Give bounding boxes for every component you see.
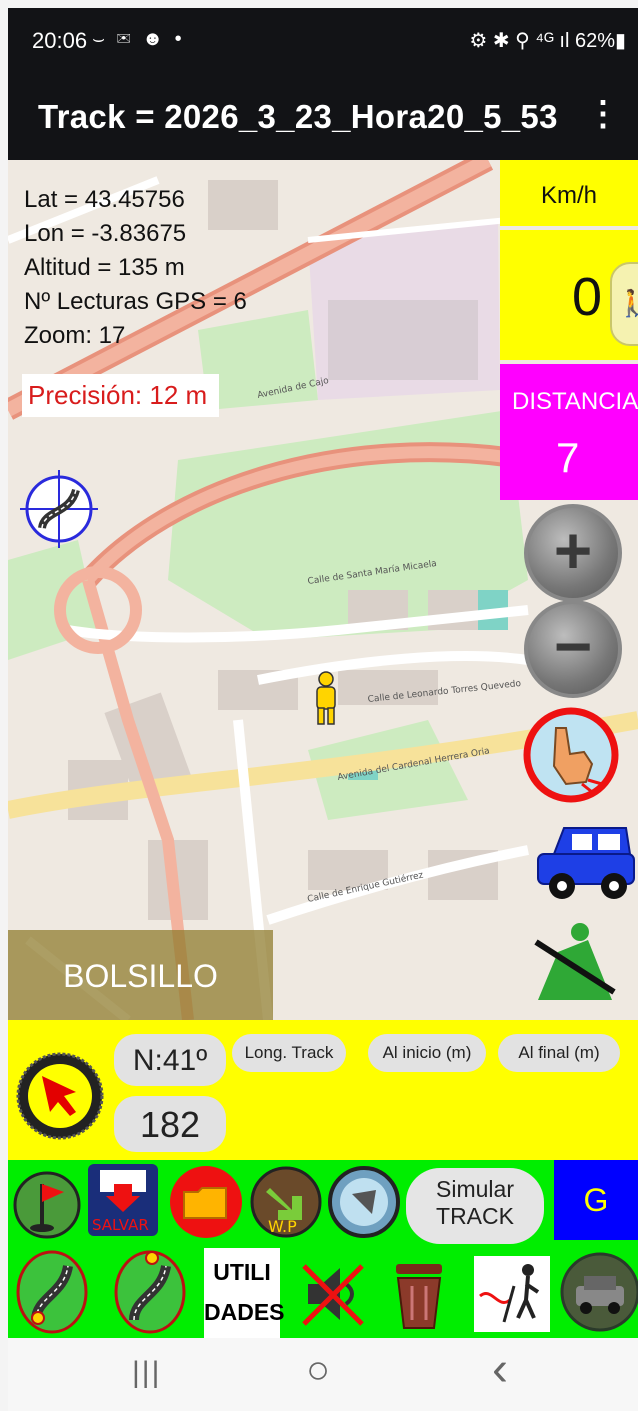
system-status-icons: ⚙ ✱ ⚲ ⁴ᴳ ıl 62%▮ [469, 30, 626, 52]
save-track-button[interactable]: SALVAR [86, 1162, 160, 1243]
utilities-button[interactable]: UTILI DADES [204, 1248, 285, 1338]
altitude-readout: Altitud = 135 m [24, 254, 185, 281]
satellite-dish-icon[interactable] [326, 1164, 402, 1245]
speed-display: 0 🚶 [500, 230, 638, 360]
sound-muted-icon[interactable] [298, 1256, 368, 1337]
overflow-menu-icon[interactable]: ⋮ [586, 95, 620, 133]
recent-apps-icon[interactable]: ||| [132, 1356, 162, 1389]
status-bar: 20:06 ⌣ ✉ ☻ • ⚙ ✱ ⚲ ⁴ᴳ ıl 62%▮ [8, 8, 638, 80]
utilities-label-line1: UTILI [213, 1259, 271, 1285]
walker-route-icon[interactable] [474, 1256, 550, 1337]
simulate-track-label: Simular TRACK [436, 1176, 514, 1229]
long-track-button[interactable]: Long. Track [232, 1034, 346, 1072]
distance-to-end-button[interactable]: Al final (m) [498, 1034, 620, 1072]
distance-to-start-button[interactable]: Al inicio (m) [368, 1034, 486, 1072]
speed-unit-label: Km/h [500, 160, 638, 226]
car-mode-icon[interactable] [534, 820, 638, 911]
zoom-in-button[interactable]: + [524, 504, 622, 602]
track-title: Track = 2026_3_23_Hora20_5_53 [38, 98, 558, 135]
waypoint-button[interactable]: W.P [248, 1164, 324, 1245]
walking-mode-icon[interactable]: 🚶 [610, 262, 638, 346]
utilities-label-line2: DADES [204, 1299, 285, 1325]
longitude-readout: Lon = -3.83675 [24, 220, 187, 247]
minus-icon: − [553, 609, 593, 683]
vehicle-photo-icon[interactable] [560, 1250, 638, 1339]
track-crosshair-icon[interactable] [20, 470, 98, 553]
open-folder-icon[interactable] [168, 1164, 244, 1245]
status-time: 20:06 [32, 28, 88, 53]
gps-readings-readout: Nº Lecturas GPS = 6 [24, 288, 247, 315]
notification-icons: ⌣ ✉ ☻ • [92, 28, 185, 50]
heading-badge: N:41º [114, 1034, 226, 1086]
app-frame: 20:06 ⌣ ✉ ☻ • ⚙ ✱ ⚲ ⁴ᴳ ıl 62%▮ Track = 2… [8, 8, 638, 1411]
speed-value: 0 [572, 267, 603, 327]
hiking-disabled-icon[interactable] [528, 912, 618, 1013]
wp-label: W.P [268, 1217, 297, 1236]
latitude-readout: Lat = 43.45756 [24, 186, 185, 213]
zoom-out-button[interactable]: − [524, 600, 622, 698]
zoom-readout: Zoom: 17 [24, 322, 126, 349]
plus-icon: + [553, 513, 593, 587]
user-position-icon [310, 670, 342, 731]
track-start-icon[interactable] [14, 1248, 90, 1341]
trash-icon[interactable] [384, 1256, 454, 1337]
precision-badge: Precisión: 12 m [22, 374, 220, 417]
distance-value: 7 [556, 434, 580, 481]
pocket-mode-button[interactable]: BOLSILLO [8, 930, 273, 1020]
tap-hand-icon[interactable] [522, 706, 620, 809]
bottom-toolbar: SALVAR W.P Simular TRACK G UTILI DADES [8, 1160, 638, 1338]
track-info-panel: N:41º 182 Long. Track Al inicio (m) Al f… [8, 1020, 638, 1160]
system-navigation-bar: ||| ○ ‹ [8, 1338, 638, 1411]
back-icon[interactable]: ‹ [492, 1343, 508, 1396]
app-bar: Track = 2026_3_23_Hora20_5_53 ⋮ [8, 80, 638, 160]
save-label: SALVAR [92, 1216, 149, 1234]
waypoint-flag-icon[interactable] [12, 1170, 82, 1245]
home-icon[interactable]: ○ [306, 1348, 331, 1392]
distance-display: DISTANCIA 7 [500, 364, 638, 500]
g-button[interactable]: G [554, 1160, 638, 1240]
svg-text:🚶: 🚶 [616, 288, 638, 319]
distance-label: DISTANCIA [512, 388, 638, 415]
compass-arrow-icon[interactable] [14, 1050, 106, 1147]
value-badge: 182 [114, 1096, 226, 1152]
simulate-track-button[interactable]: Simular TRACK [406, 1168, 544, 1244]
track-end-icon[interactable] [112, 1248, 188, 1341]
